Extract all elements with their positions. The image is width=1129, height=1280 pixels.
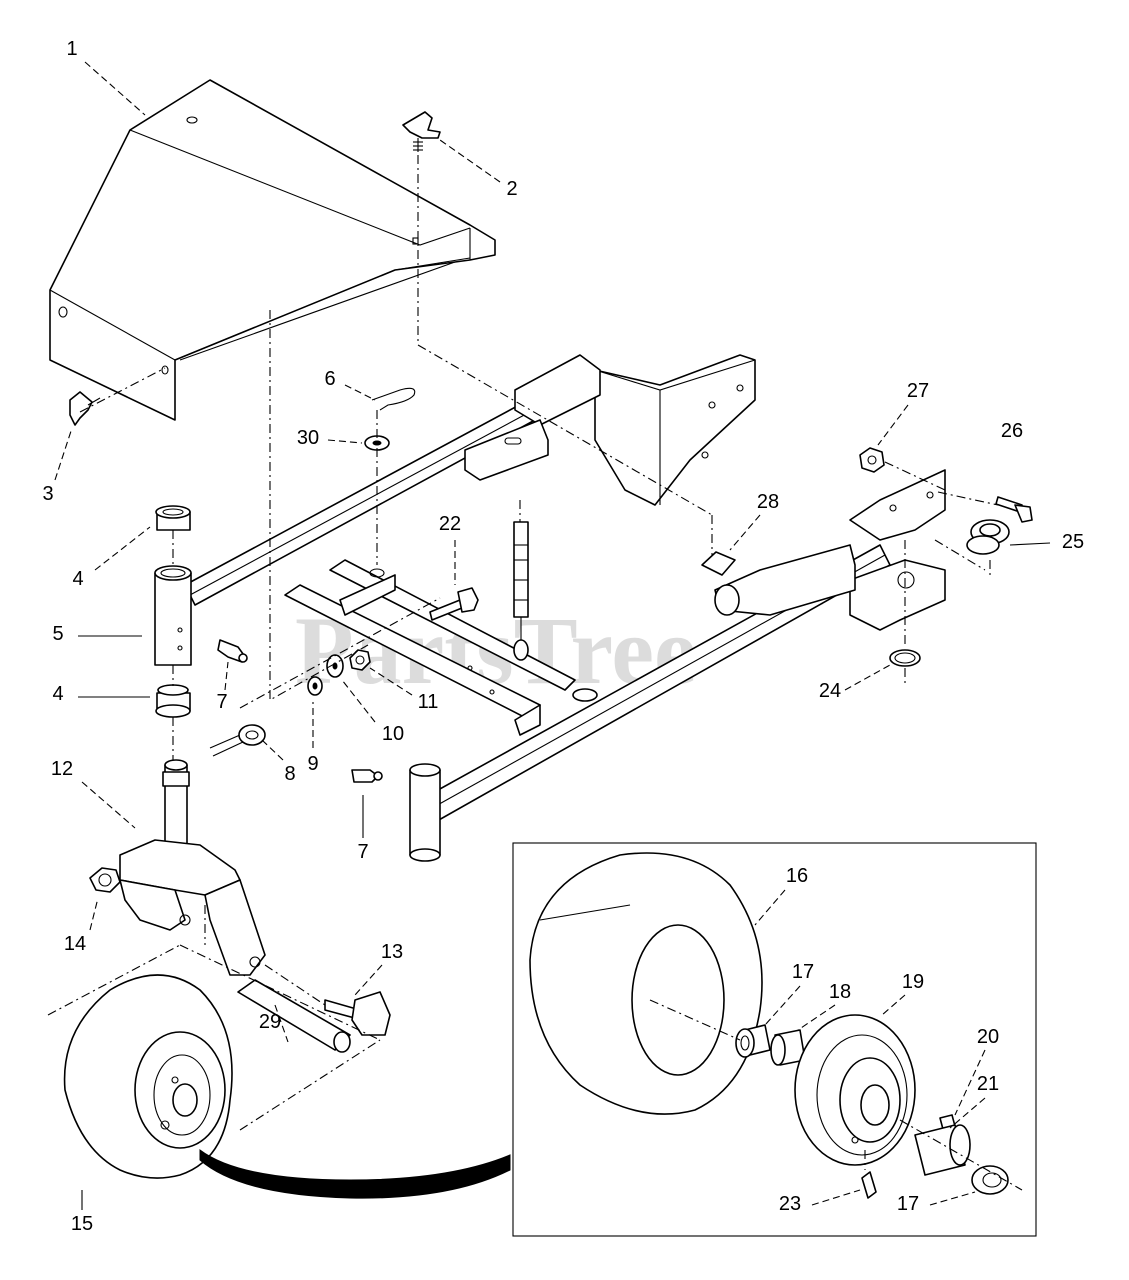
tire <box>529 852 763 1115</box>
spring-rod <box>513 521 529 661</box>
clip-nut <box>701 551 736 576</box>
callout-17: 17 <box>897 1193 919 1215</box>
bolt-26 <box>995 496 1033 523</box>
flange-bushing-left <box>735 1024 771 1058</box>
callout-12: 12 <box>51 758 73 780</box>
deck-cover <box>49 79 496 421</box>
callout-6: 6 <box>324 368 335 390</box>
hub-spacer <box>914 1124 971 1176</box>
caster-wheel <box>63 974 511 1199</box>
lower-bushing <box>155 684 191 718</box>
callout-18: 18 <box>829 981 851 1003</box>
grease-fitting-upper <box>217 639 248 663</box>
bolt-13 <box>324 991 391 1036</box>
callout-24: 24 <box>819 680 841 702</box>
callout-23: 23 <box>779 1193 801 1215</box>
callout-7: 7 <box>357 841 368 863</box>
grease-fitting-rim <box>861 1171 877 1199</box>
knob-top <box>402 111 441 152</box>
pivot-tube <box>154 565 192 666</box>
hex-nut-27 <box>859 447 885 473</box>
flange-bushing-right <box>971 1165 1009 1195</box>
callout-21: 21 <box>977 1073 999 1095</box>
callout-16: 16 <box>786 865 808 887</box>
hair-pin <box>371 387 416 411</box>
dolly-frame <box>184 354 946 862</box>
clevis-pin <box>209 724 266 757</box>
callout-29: 29 <box>259 1011 281 1033</box>
sleeve-bushing <box>770 1029 806 1066</box>
callout-8: 8 <box>284 763 295 785</box>
spacer-tube <box>237 979 351 1053</box>
flange-bushing-25 <box>966 519 1010 555</box>
callout-27: 27 <box>907 380 929 402</box>
lock-washer <box>307 676 323 696</box>
callout-17: 17 <box>792 961 814 983</box>
bolt-22 <box>429 587 479 621</box>
callout-2: 2 <box>506 178 517 200</box>
callout-20: 20 <box>977 1026 999 1048</box>
callout-28: 28 <box>757 491 779 513</box>
callout-5: 5 <box>52 623 63 645</box>
callout-22: 22 <box>439 513 461 535</box>
callout-19: 19 <box>902 971 924 993</box>
hex-nut-14 <box>89 867 121 893</box>
assembly-lines <box>47 155 1023 1191</box>
callout-15: 15 <box>71 1213 93 1235</box>
wheel-rim <box>794 1014 916 1166</box>
callout-9: 9 <box>307 753 318 775</box>
callout-7: 7 <box>216 691 227 713</box>
hex-nut-11 <box>349 649 371 671</box>
callout-4: 4 <box>52 683 63 705</box>
callout-13: 13 <box>381 941 403 963</box>
caster-fork <box>119 759 266 976</box>
leader-lines <box>54 61 1051 1210</box>
callout-26: 26 <box>1001 420 1023 442</box>
callout-11: 11 <box>418 691 439 713</box>
callout-25: 25 <box>1062 531 1084 553</box>
callout-4: 4 <box>72 568 83 590</box>
callout-3: 3 <box>42 483 53 505</box>
knob-side <box>69 391 101 426</box>
callout-10: 10 <box>382 723 404 745</box>
snap-ring <box>889 649 921 667</box>
upper-bushing <box>155 505 191 531</box>
detail-box <box>512 842 1037 1237</box>
callout-14: 14 <box>64 933 86 955</box>
grease-fitting-lower <box>351 769 383 783</box>
callout-1: 1 <box>66 38 77 60</box>
callout-30: 30 <box>297 427 319 449</box>
